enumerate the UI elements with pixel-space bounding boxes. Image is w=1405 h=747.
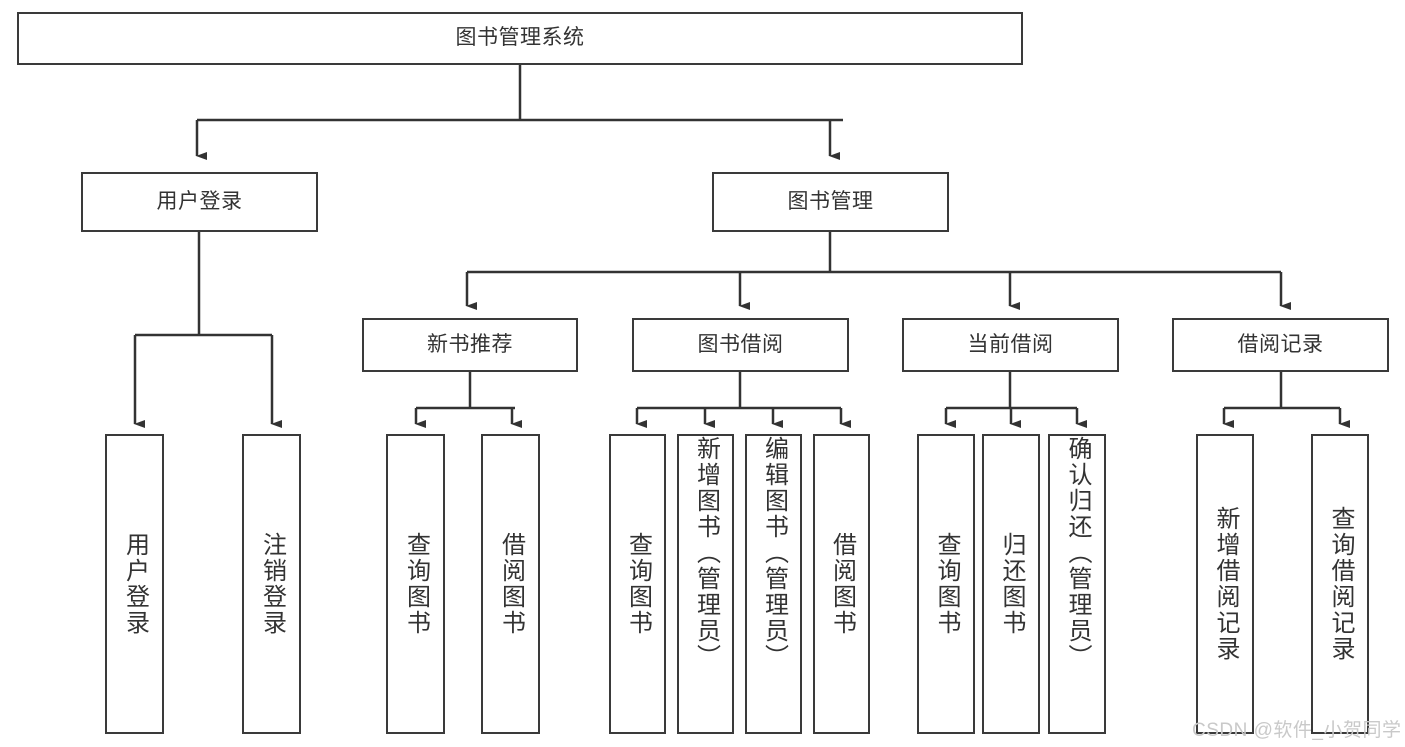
- node-book-management[interactable]: 图书管理: [712, 172, 949, 232]
- node-user-login[interactable]: 用户登录: [81, 172, 318, 232]
- leaf-query-book-recommend[interactable]: 查询图书: [386, 434, 445, 734]
- leaf-borrow-book[interactable]: 借阅图书: [813, 434, 870, 734]
- node-label: 新书推荐: [427, 332, 513, 356]
- node-label: 用户登录: [121, 532, 149, 636]
- leaf-borrow-book-recommend[interactable]: 借阅图书: [481, 434, 540, 734]
- node-label: 当前借阅: [967, 332, 1054, 356]
- node-label: 确认归还（管理员）: [1064, 436, 1091, 670]
- node-label: 查询图书: [933, 532, 960, 636]
- leaf-query-book-current[interactable]: 查询图书: [917, 434, 975, 734]
- leaf-query-borrow-record[interactable]: 查询借阅记录: [1311, 434, 1369, 734]
- leaf-user-login[interactable]: 用户登录: [105, 434, 164, 734]
- node-label: 查询图书: [402, 532, 430, 636]
- node-borrow-record[interactable]: 借阅记录: [1172, 318, 1389, 372]
- leaf-return-book[interactable]: 归还图书: [982, 434, 1040, 734]
- node-book-borrow[interactable]: 图书借阅: [632, 318, 849, 372]
- node-label: 新增图书（管理员）: [692, 436, 720, 670]
- leaf-add-borrow-record[interactable]: 新增借阅记录: [1196, 434, 1254, 734]
- node-label: 图书管理: [787, 189, 874, 213]
- node-current-borrow[interactable]: 当前借阅: [902, 318, 1119, 372]
- node-root-library-system[interactable]: 图书管理系统: [17, 12, 1023, 65]
- node-label: 用户登录: [156, 189, 243, 213]
- node-label: 借阅记录: [1237, 332, 1324, 356]
- node-label: 归还图书: [998, 532, 1025, 636]
- node-label: 查询图书: [624, 532, 652, 636]
- node-label: 图书借阅: [697, 332, 784, 356]
- node-label: 编辑图书（管理员）: [760, 436, 788, 670]
- leaf-logout[interactable]: 注销登录: [242, 434, 301, 734]
- node-label: 图书管理系统: [455, 26, 585, 50]
- leaf-add-book-admin[interactable]: 新增图书（管理员）: [677, 434, 734, 734]
- watermark-text: CSDN @软件_小贺同学: [1192, 720, 1402, 741]
- node-label: 注销登录: [258, 532, 286, 636]
- node-label: 借阅图书: [828, 532, 856, 636]
- node-label: 新增借阅记录: [1212, 506, 1239, 662]
- leaf-query-book-borrow[interactable]: 查询图书: [609, 434, 666, 734]
- leaf-confirm-return-admin[interactable]: 确认归还（管理员）: [1048, 434, 1106, 734]
- leaf-edit-book-admin[interactable]: 编辑图书（管理员）: [745, 434, 802, 734]
- node-label: 借阅图书: [497, 532, 525, 636]
- node-new-book-recommend[interactable]: 新书推荐: [362, 318, 578, 372]
- node-label: 查询借阅记录: [1327, 506, 1354, 662]
